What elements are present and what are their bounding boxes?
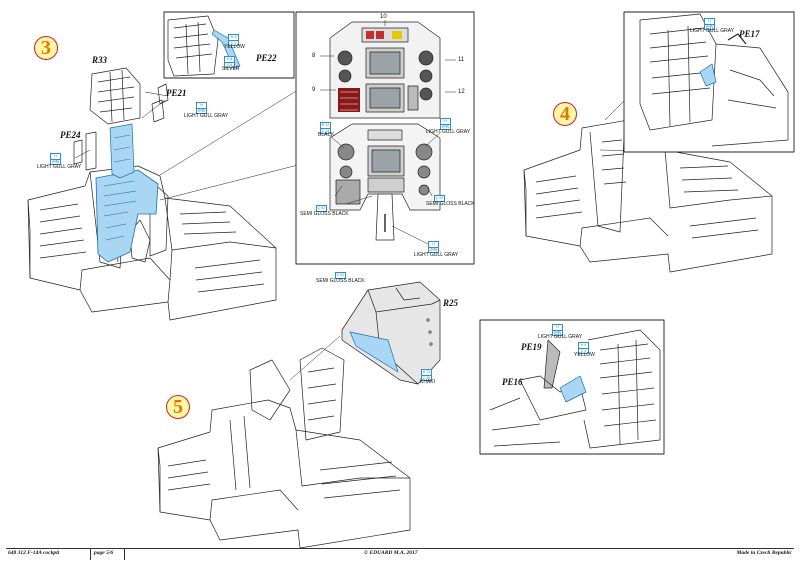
part-label-pe19: PE19 xyxy=(521,342,542,352)
color-label-light-gull-gray-pe19: LIGHT GULL GRAY xyxy=(538,334,583,340)
panel-number-9: 9 xyxy=(312,87,316,93)
r33-part xyxy=(89,67,141,125)
footer-origin: Made in Czech Republic xyxy=(736,550,792,556)
color-label-black: BLACK xyxy=(318,132,335,138)
panel-number-10: 10 xyxy=(380,14,387,20)
color-label-light-gull-gray-stick: LIGHT GULL GRAY xyxy=(414,252,459,258)
color-chip-semi-gloss-black-right: C 92 xyxy=(434,195,445,202)
step3-cockpit-tub xyxy=(27,165,277,321)
color-label-semi-gloss-black-right: SEMI GLOSS BLACK xyxy=(426,201,475,207)
step-5-marker: 5 xyxy=(166,395,190,419)
color-label-semi-gloss-black-r25: SEMI GLOSS BLACK xyxy=(316,278,365,284)
step-5-number: 5 xyxy=(173,396,183,418)
part-label-r33: R33 xyxy=(92,55,108,65)
part-label-pe17: PE17 xyxy=(739,29,760,39)
part-label-pe24: PE24 xyxy=(60,130,81,140)
color-label-light-gull-gray-panel: LIGHT GULL GRAY xyxy=(426,129,471,135)
color-label-khaki: KHAKI xyxy=(420,379,436,385)
footer-page: page 5/6 xyxy=(94,550,114,556)
upper-instrument-panel xyxy=(329,21,441,119)
color-label-silver: SILVER xyxy=(222,66,240,72)
color-label-semi-gloss-black-left: SEMI GLOSS BLACK xyxy=(300,211,349,217)
color-chip-semi-gloss-black-left: C 92 xyxy=(316,205,327,212)
step-4-marker: 4 xyxy=(553,102,577,126)
part-label-r25: R25 xyxy=(443,298,459,308)
panel-number-12: 12 xyxy=(458,89,465,95)
color-label-yellow: YELLOW xyxy=(224,44,245,50)
panel-number-8: 8 xyxy=(312,53,316,59)
r25-part xyxy=(341,281,441,385)
color-label-yellow-pe16: YELLOW xyxy=(574,352,595,358)
color-label-light-gull-gray-pe24: LIGHT GULL GRAY xyxy=(37,164,82,170)
step-3-marker: 3 xyxy=(34,36,58,60)
color-label-light-gull-gray-pe17: LIGHT GULL GRAY xyxy=(690,28,735,34)
part-label-pe16: PE16 xyxy=(502,377,523,387)
footer-catalog: 648 312 F-14A cockpit xyxy=(8,550,60,556)
step-3-number: 3 xyxy=(41,37,51,59)
part-label-pe22: PE22 xyxy=(256,53,277,63)
step5-cockpit-tub xyxy=(157,347,411,549)
lower-instrument-panel xyxy=(329,123,441,241)
color-chip-semi-gloss-black-r25: C 92 xyxy=(335,272,346,279)
step-4-number: 4 xyxy=(560,103,570,125)
step4-cockpit-tub xyxy=(523,117,773,273)
color-label-light-gull-gray-pe21: LIGHT GULL GRAY xyxy=(184,113,229,119)
footer-bar: 648 312 F-14A cockpit page 5/6 © EDUARD … xyxy=(6,548,794,560)
panel-number-11: 11 xyxy=(458,57,465,63)
footer-copyright: © EDUARD M.A. 2017 xyxy=(364,550,418,556)
part-label-pe21: PE21 xyxy=(166,88,187,98)
